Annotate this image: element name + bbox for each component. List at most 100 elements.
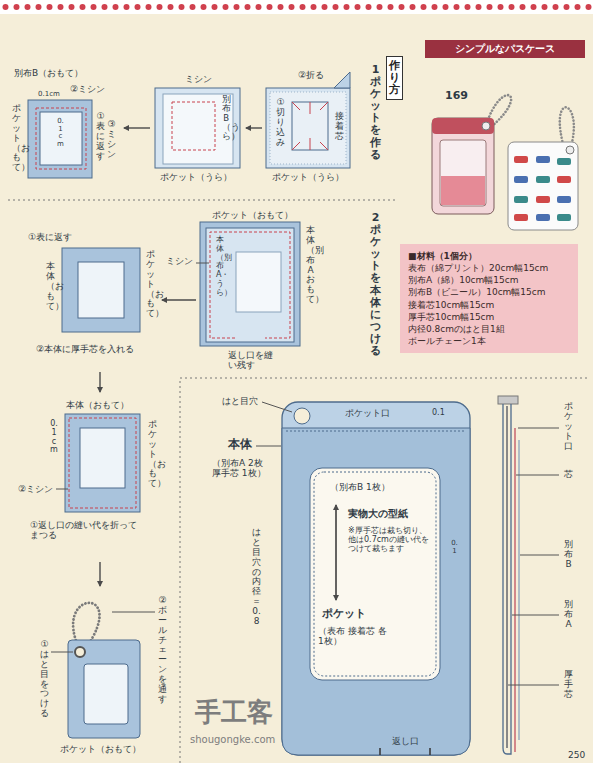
product-photo-part-part [514,176,528,183]
product-photo-part-part [536,156,550,163]
dimension-label: 0.1 [432,408,445,417]
dimension-label: 0.1 cm [50,420,58,455]
step-callout: ②ボールチェーンを通す [158,596,167,705]
step2-topstitched-part [56,489,68,490]
part-label: 本体（別布A おもて） [306,226,315,305]
materials-box: ■材料（1個分）表布（綿プリント）20cm幅15cm別布A（綿）10cm幅15c… [400,244,578,353]
part-label: 別布B（うら） [222,95,231,142]
step-heading: 1ポケットを作る [370,64,381,161]
step2-sewn-inside-out-part [196,263,209,264]
top-border-part [0,0,593,14]
pattern-body-part [380,748,430,755]
step2-topstitched-part [69,418,136,508]
step-callout: ②折る [298,70,324,80]
top-border-part [0,0,593,14]
cross-section-part [498,396,518,404]
step1-pocket-front-part [28,100,92,178]
part-label: 別布B（おもて） [14,68,83,78]
product-photo-part-part [557,196,571,203]
materials-item: 表布（綿プリント）20cm幅15cm [408,262,570,274]
product-photo-part-part [536,196,550,203]
step1-vinyl-sewn [155,88,240,168]
step-callout: ①はと目をつける [40,640,49,719]
pattern-body-part [262,402,292,412]
pattern-name: 本体 [228,438,252,452]
cross-section [498,396,559,754]
step-arrow-part [124,127,150,128]
product-photo-part [508,142,578,230]
pattern-body-part [286,431,466,432]
step1-pocket-back-part [266,88,350,168]
product-photo-part-part [514,214,528,221]
step-note: 返し口を縫い残す [228,350,276,371]
finished-case [51,603,155,738]
step1-vinyl-sewn-part [172,102,215,150]
materials-item: 接着芯10cm幅15cm [408,299,570,311]
pattern-name: ポケット [322,608,366,621]
part-label: 本体（別布A・うら） [216,236,224,298]
step1-pocket-front [28,100,92,178]
product-photo-part [514,156,571,221]
dimension-label: 0.1 [451,540,458,555]
step-callout: ①表に返す [96,112,105,161]
step-callout: ミシン [185,74,212,84]
section-divider [8,200,398,201]
cutting-note: （別布A 2枚 厚手芯 1枚） [212,458,274,479]
step2-topstitched [56,414,140,512]
pattern-body-part [282,428,470,755]
method-heading-box: 作り方 [386,56,403,100]
pattern-body-part [294,408,310,424]
part-label: 本体（おもて） [66,400,129,410]
pattern-body [256,402,470,755]
product-photo-part-part [536,214,550,221]
product-photo-part-part [557,176,571,183]
product-photo-part [432,118,494,214]
product-photo-part [441,176,485,205]
finished-case-part [51,652,73,653]
product-photo-part [432,118,494,134]
product-photo-part [566,146,574,154]
finished-case-part [112,612,155,613]
finished-case-part [84,664,128,724]
step1-pocket-back-part [270,92,346,164]
pattern-body-part [310,468,440,680]
step2-sewn-inside-out-part [236,252,281,312]
product-photo-part [482,122,490,130]
materials-item: 別布B（ビニール）10cm幅15cm [408,286,570,298]
cross-section-part [506,406,508,748]
pattern-frame [180,378,590,763]
part-label: ポケット（おもて） [60,744,141,754]
pattern-body-part [256,446,281,447]
method-heading: 作り方 [389,60,400,96]
title-band: シンプルなパスケース [425,40,585,58]
dimension-label: はと目穴の内径＝0.8 [252,528,261,627]
step2-topstitched-part [80,428,125,488]
step2-sewn-inside-out [196,222,300,346]
step1-pocket-front-part [40,112,82,165]
cutting-note: （別布B 1枚） [330,482,390,492]
step-heading: 2ポケットを本体につける [370,212,381,357]
step1-pocket-back-part [334,72,350,88]
cross-section-part [508,428,559,685]
cross-section-part [514,428,515,752]
part-label: 接着芯 [335,112,344,142]
step2-turned-out-part [78,262,124,318]
step2-sewn-inside-out-part [210,232,290,338]
finished-case-part [75,647,85,657]
step2-sewn-inside-out-part [206,228,294,342]
step-arrow-part [99,372,100,392]
watermark: 手工客 [195,698,273,728]
note-text: ※厚手芯は裁ち切り、他は0.7cmの縫い代をつけて裁ちます [348,526,432,554]
watermark: shougongke.com [190,734,275,746]
product-photo-part [440,140,486,206]
part-label: ポケット口 [345,408,390,418]
step-callout: ①表に返す [28,232,72,242]
product-photo-part-part [514,196,528,203]
materials-heading: ■材料（1個分） [408,250,570,262]
part-label: ポケット（うら） [272,172,344,182]
step-callout: ②ミシン [18,484,53,494]
pattern-body-part [314,472,436,676]
materials-item: 厚手芯10cm幅15cm [408,311,570,323]
pattern-body-part [282,402,470,755]
